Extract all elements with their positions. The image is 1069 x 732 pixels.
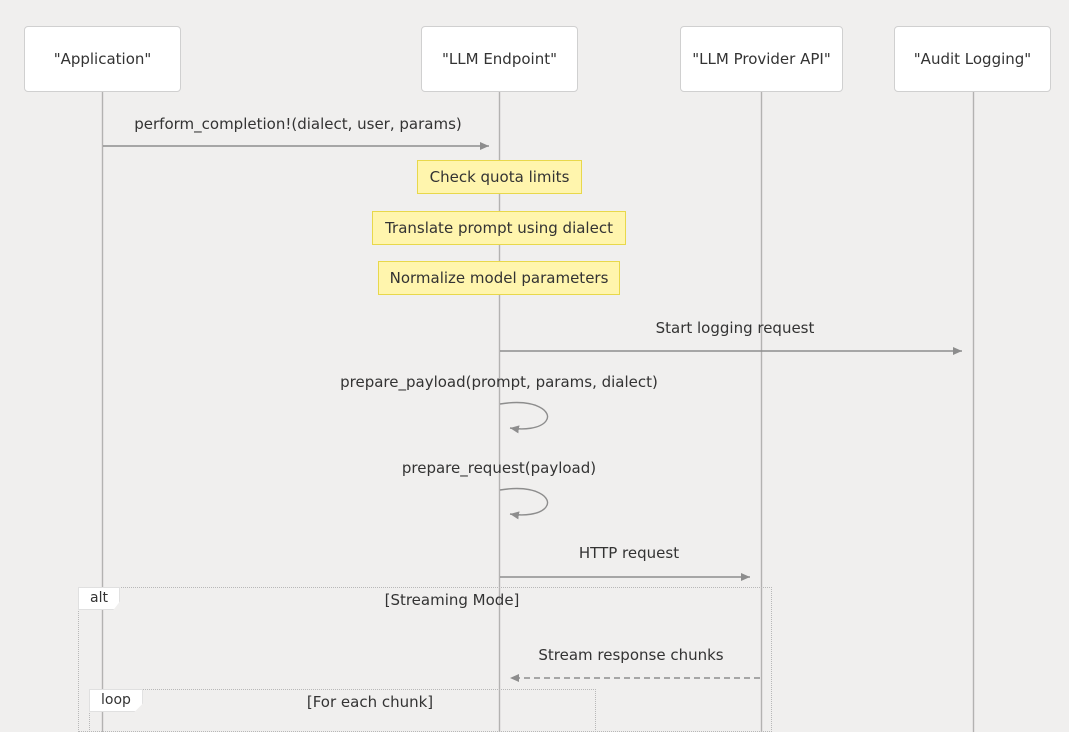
message-label-stream-response-chunks: Stream response chunks — [538, 646, 724, 664]
participant-label: "Application" — [53, 50, 152, 68]
participant-label: "Audit Logging" — [913, 50, 1032, 68]
note-text: Translate prompt using dialect — [385, 219, 613, 237]
participant-label: "LLM Endpoint" — [442, 50, 557, 68]
note-translate-prompt-using-dialect: Translate prompt using dialect — [372, 211, 626, 245]
note-text: Normalize model parameters — [389, 269, 609, 287]
message-label-prepare-request: prepare_request(payload) — [401, 459, 597, 477]
message-label-start-logging-request: Start logging request — [655, 319, 815, 337]
participant-llm-endpoint[interactable]: "LLM Endpoint" — [421, 26, 578, 92]
participant-application[interactable]: "Application" — [24, 26, 181, 92]
note-text: Check quota limits — [429, 168, 570, 186]
fragment-condition-streaming-mode: [Streaming Mode] — [384, 591, 520, 609]
self-loop-prepare-request — [499, 487, 549, 520]
message-label-perform-completion: perform_completion!(dialect, user, param… — [134, 115, 462, 133]
message-label-http-request: HTTP request — [578, 544, 680, 562]
note-normalize-model-parameters: Normalize model parameters — [378, 261, 620, 295]
message-arrows — [103, 142, 962, 682]
message-label-prepare-payload: prepare_payload(prompt, params, dialect) — [340, 373, 658, 391]
note-check-quota-limits: Check quota limits — [417, 160, 582, 194]
participant-audit-logging[interactable]: "Audit Logging" — [894, 26, 1051, 92]
fragment-tag-alt: alt — [78, 587, 120, 611]
participant-llm-provider-api[interactable]: "LLM Provider API" — [680, 26, 843, 92]
fragment-condition-for-each-chunk: [For each chunk] — [306, 693, 434, 711]
lifelines — [101, 92, 975, 732]
participant-label: "LLM Provider API" — [692, 50, 831, 68]
self-loop-prepare-payload — [499, 401, 549, 434]
fragment-tag-loop: loop — [89, 689, 143, 713]
